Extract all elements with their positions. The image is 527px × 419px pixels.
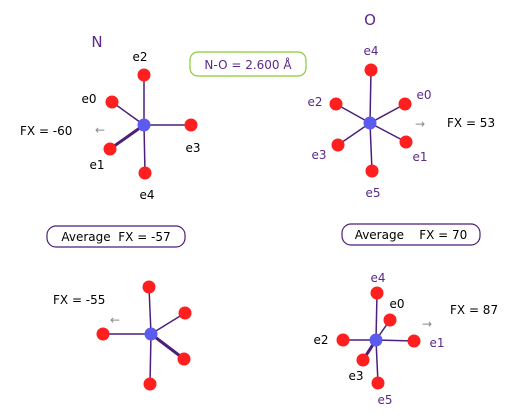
atom-label-o: O [364,11,376,29]
bond-line [369,103,406,124]
distance-label: N-O = 2.600 Å [204,57,292,72]
electron-label-e0: e0 [416,88,431,102]
nucleus-n [137,118,151,132]
electron [178,306,192,320]
fx-value: FX = 53 [447,116,495,130]
atom-label-n: N [91,33,102,51]
electron-e4 [364,63,378,77]
bond-line [375,292,378,341]
electron-e1 [103,142,117,156]
electron-e1 [399,135,413,149]
electron-label-e2: e2 [313,333,328,347]
electron [177,352,191,366]
nucleus-o [363,116,377,130]
electron-label-e5: e5 [365,186,380,200]
average-box-right [341,223,481,246]
electron-e0 [105,95,119,109]
average-fx-left: Average FX = -57 [61,230,170,244]
electron-label-e1: e1 [89,158,104,172]
average-box-left [46,225,186,248]
molecule-top-right: e4 e2 e0 e3 e1 e5 → FX = 53 [307,44,495,200]
bond-line [111,101,145,126]
electron-e0 [398,97,412,111]
bond-line [109,123,145,151]
electron-label-e0: e0 [389,297,404,311]
force-arrow-icon: → [422,317,432,331]
average-fx-right: Average FX = 70 [355,228,468,242]
fx-value: FX = -55 [53,293,105,307]
bond-line [369,69,372,124]
force-arrow-icon: → [415,117,425,131]
nucleus [144,327,158,341]
electron-label-e4: e4 [139,188,154,202]
molecule-bottom-right: e4 e0 e2 e1 e3 e5 → FX = 87 [313,271,498,407]
electron-e5 [371,376,385,390]
bond-line [148,286,152,335]
electron-e4 [370,286,384,300]
electron-label-e5: e5 [377,393,392,407]
bond-line [143,124,146,174]
molecule-top-left: e2 e0 e1 e3 e4 FX = -60 ← [20,50,201,202]
bond-line [150,312,186,335]
distance-box [189,51,307,77]
force-arrow-icon: ← [95,123,105,137]
nucleus [369,333,383,347]
electron-e2 [336,333,350,347]
electron [96,327,110,341]
bond-line [369,122,407,143]
bond-line [375,339,379,384]
electron-e3 [184,118,198,132]
electron-e5 [365,164,379,178]
fx-value: FX = -60 [20,124,72,138]
electron-label-e2: e2 [307,95,322,109]
fx-value: FX = 87 [450,303,498,317]
electron-label-e1: e1 [412,150,427,164]
electron-label-e4: e4 [370,271,385,285]
electron-e3 [331,138,345,152]
electron-e2 [137,68,151,82]
molecule-bottom-left: FX = -55 ← [53,280,192,391]
electron-e0 [383,313,397,327]
electron-e4 [138,166,152,180]
bond-line [149,333,152,385]
electron-e1 [407,334,421,348]
electron-e3 [356,353,370,367]
electron-label-e1: e1 [429,336,444,350]
electron-label-e0: e0 [81,92,96,106]
force-arrow-icon: ← [110,313,120,327]
bond-line [369,122,373,172]
electron-e2 [329,97,343,111]
electron [143,377,157,391]
electron [142,280,156,294]
electron-label-e2: e2 [132,50,147,64]
electron-label-e3: e3 [348,369,363,383]
electron-label-e3: e3 [311,148,326,162]
electron-label-e4: e4 [363,44,378,58]
bond-line [150,332,185,361]
electron-label-e3: e3 [185,141,200,155]
